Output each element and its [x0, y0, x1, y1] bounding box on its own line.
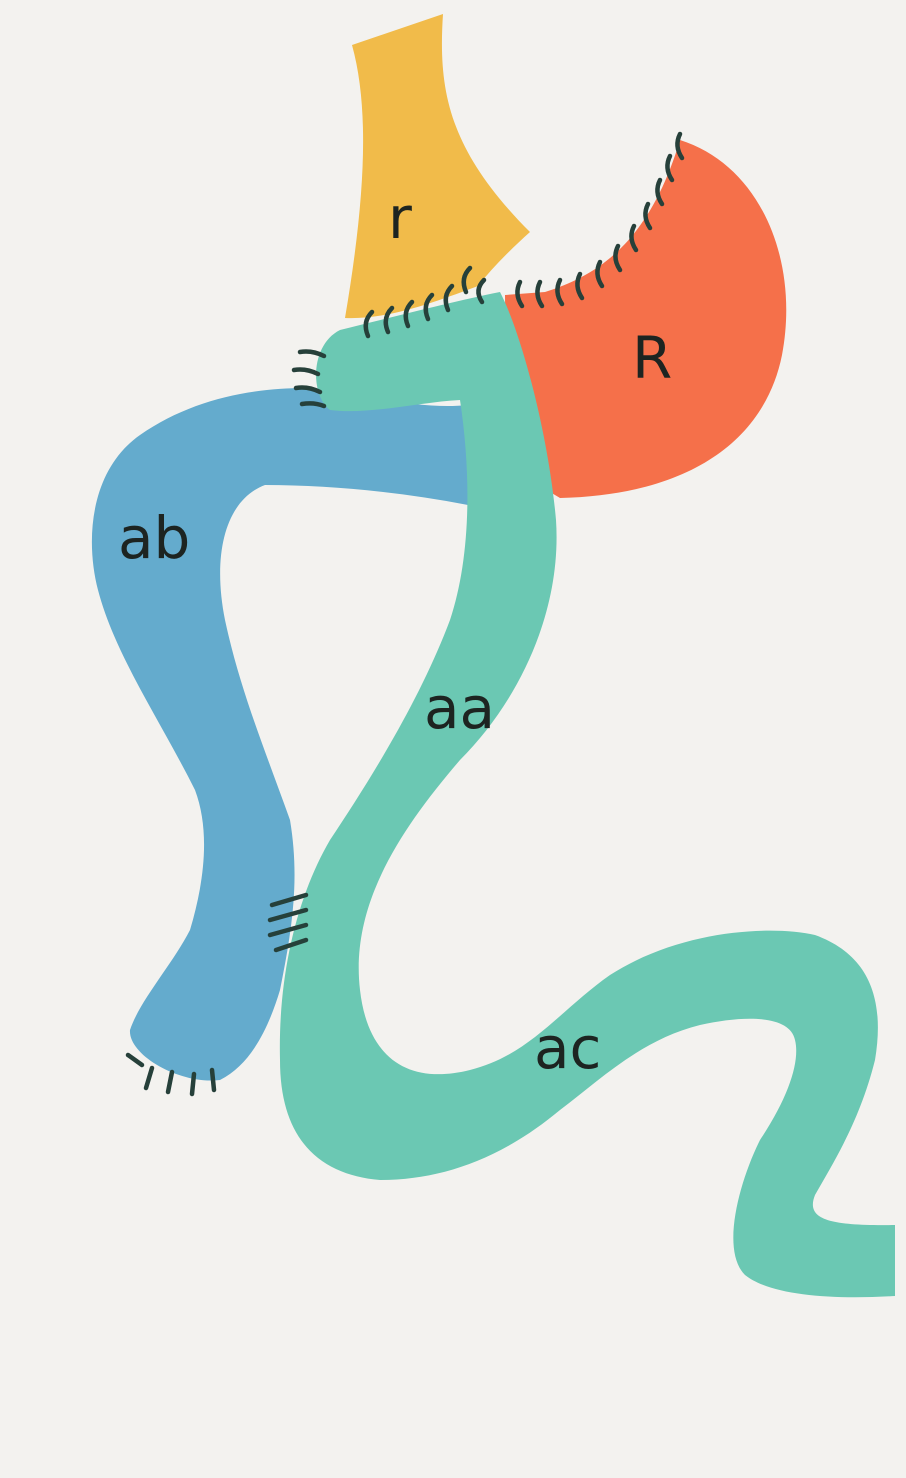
label-R: R — [632, 324, 672, 392]
label-aa: aa — [424, 674, 495, 742]
label-ac: ac — [534, 1014, 601, 1082]
label-r: r — [388, 184, 412, 252]
label-ab: ab — [118, 504, 190, 572]
